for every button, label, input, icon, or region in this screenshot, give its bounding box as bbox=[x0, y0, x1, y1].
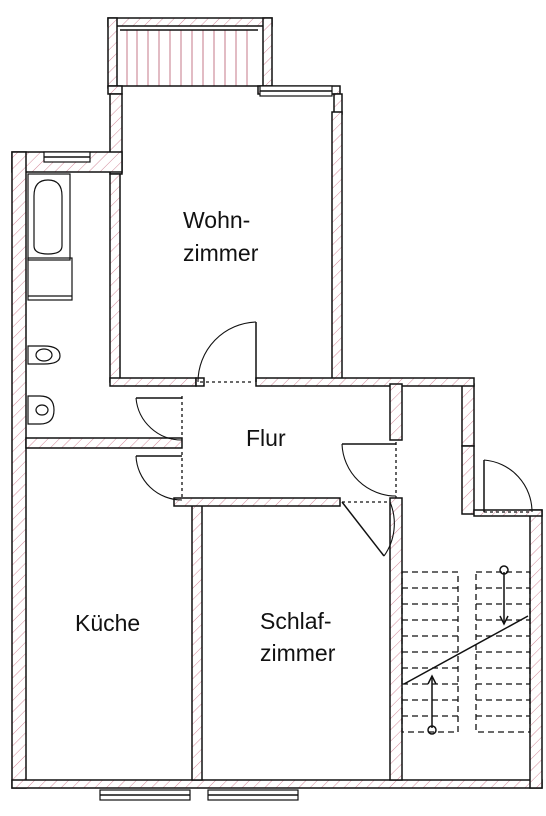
washing-machine bbox=[27, 257, 73, 301]
door-bad bbox=[135, 396, 183, 441]
room-label-wohnzimmer-line2: zimmer bbox=[183, 240, 259, 266]
balcony-wall-left bbox=[107, 17, 118, 89]
balcony bbox=[107, 17, 273, 89]
outer-walls bbox=[11, 85, 543, 789]
room-label-schlafzimmer-line1: Schlaf- bbox=[260, 608, 332, 634]
balcony-railing bbox=[126, 30, 248, 86]
door-wohnzimmer bbox=[197, 321, 257, 383]
room-label-wohnzimmer-line1: Wohn- bbox=[183, 207, 250, 233]
toilet bbox=[27, 345, 61, 365]
door-schlafzimmer bbox=[341, 501, 395, 557]
bathtub bbox=[27, 173, 71, 261]
room-label-flur: Flur bbox=[246, 425, 286, 451]
balcony-wall-top bbox=[107, 17, 273, 27]
door-flur-east bbox=[341, 442, 397, 498]
room-label-schlafzimmer-line2: zimmer bbox=[260, 640, 336, 666]
washbasin bbox=[27, 395, 55, 425]
door-kueche bbox=[135, 452, 183, 501]
room-label-kueche: Küche bbox=[75, 610, 140, 636]
balcony-wall-right bbox=[262, 17, 273, 89]
windows bbox=[43, 85, 333, 801]
staircase bbox=[401, 565, 531, 735]
door-entrance bbox=[483, 459, 533, 513]
interior-walls bbox=[25, 377, 543, 781]
